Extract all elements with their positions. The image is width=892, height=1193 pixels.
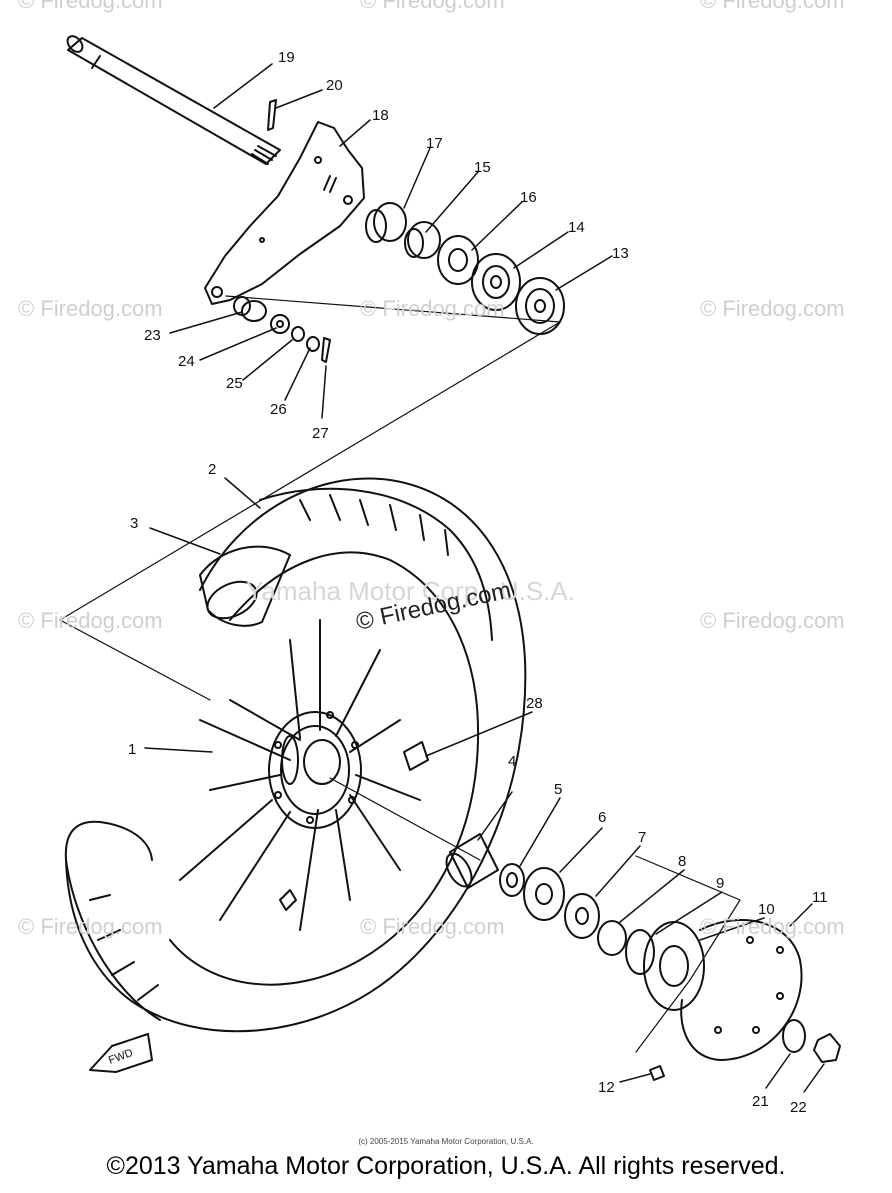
bracket-drawing xyxy=(204,121,365,305)
part-label-11: 11 xyxy=(812,889,828,906)
tire-drawing xyxy=(64,477,527,1033)
balance-weight-drawing xyxy=(403,741,429,771)
leader-lines xyxy=(144,63,825,1093)
part-label-2: 2 xyxy=(208,461,216,478)
part-label-20: 20 xyxy=(326,77,343,94)
watermark: © Firedog.com xyxy=(18,0,163,13)
faint-watermark: Yamaha Motor Corp., U.S.A. xyxy=(246,576,575,606)
part-label-1: 1 xyxy=(128,741,136,758)
part-label-5: 5 xyxy=(554,781,562,798)
part-label-15: 15 xyxy=(474,159,491,176)
fwd-arrow xyxy=(89,1033,153,1073)
part-label-12: 12 xyxy=(598,1079,615,1096)
axle-drawing xyxy=(66,35,281,165)
assembly-guide-lines xyxy=(59,295,741,1053)
part-label-23: 23 xyxy=(144,327,161,344)
watermark: © Firedog.com xyxy=(360,296,505,321)
small-parts-drawing xyxy=(233,296,331,363)
copyright-notice: ©2013 Yamaha Motor Corporation, U.S.A. A… xyxy=(106,1152,786,1180)
part-label-8: 8 xyxy=(678,853,686,870)
watermarks: © Firedog.com © Firedog.com © Firedog.co… xyxy=(18,0,845,939)
part-label-27: 27 xyxy=(312,425,329,442)
wheel-spokes-drawing xyxy=(179,619,421,931)
watermark: © Firedog.com xyxy=(700,0,845,13)
part-label-28: 28 xyxy=(526,695,543,712)
part-label-19: 19 xyxy=(278,49,295,66)
watermark: © Firedog.com xyxy=(18,608,163,633)
part-label-16: 16 xyxy=(520,189,537,206)
part-label-17: 17 xyxy=(426,135,443,152)
watermark: © Firedog.com xyxy=(700,914,845,939)
part-label-13: 13 xyxy=(612,245,629,262)
watermark: © Firedog.com xyxy=(700,608,845,633)
part-label-22: 22 xyxy=(790,1099,807,1116)
part-labels: 19 20 18 17 15 16 14 13 23 24 25 26 27 2… xyxy=(128,49,828,1116)
fwd-label: FWD xyxy=(107,1047,135,1067)
small-credit-line: (c) 2005-2015 Yamaha Motor Corporation, … xyxy=(358,1137,534,1146)
part-label-7: 7 xyxy=(638,829,646,846)
part-label-3: 3 xyxy=(130,515,138,532)
part-label-18: 18 xyxy=(372,107,389,124)
part-label-25: 25 xyxy=(226,375,243,392)
cotter-pin-drawing xyxy=(267,99,277,131)
watermark: © Firedog.com xyxy=(18,296,163,321)
part-label-10: 10 xyxy=(758,901,775,918)
part-label-9: 9 xyxy=(716,875,724,892)
right-side-parts-drawing xyxy=(445,833,841,1081)
part-label-21: 21 xyxy=(752,1093,769,1110)
watermark: © Firedog.com xyxy=(18,914,163,939)
watermark: © Firedog.com xyxy=(360,914,505,939)
part-label-14: 14 xyxy=(568,219,585,236)
part-label-6: 6 xyxy=(598,809,606,826)
bearing-stack-drawing xyxy=(365,202,565,335)
part-label-24: 24 xyxy=(178,353,195,370)
watermark: © Firedog.com xyxy=(360,0,505,13)
part-label-26: 26 xyxy=(270,401,287,418)
tube-section-drawing xyxy=(199,545,291,627)
part-label-4: 4 xyxy=(508,753,516,770)
watermark: © Firedog.com xyxy=(700,296,845,321)
